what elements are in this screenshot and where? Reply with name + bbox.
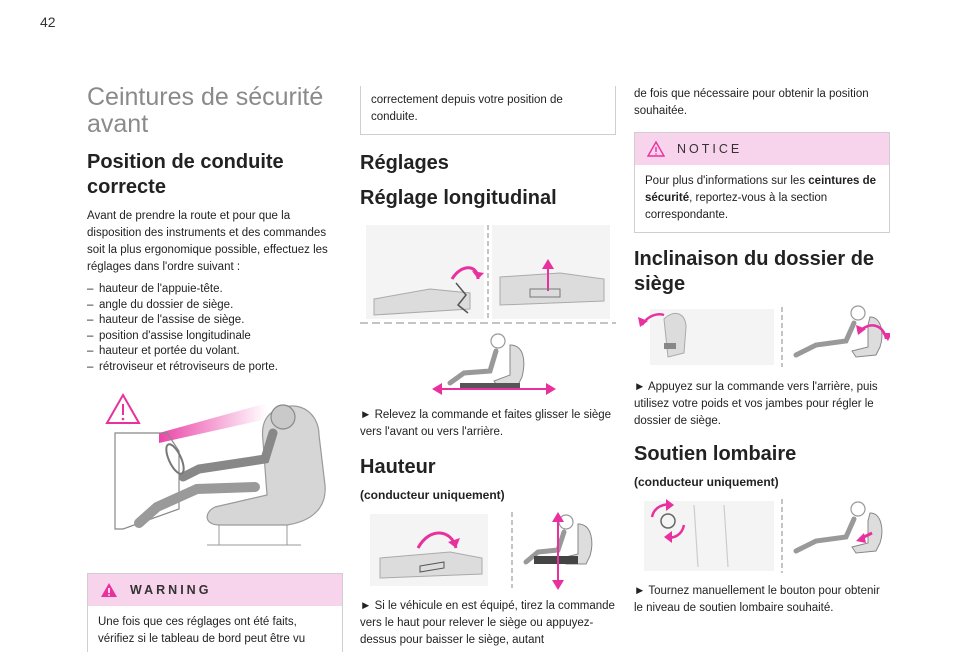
hauteur-illustration xyxy=(360,508,616,592)
list-item: hauteur et portée du volant. xyxy=(87,344,343,360)
longitudinal-illustration xyxy=(360,219,616,397)
column-2: correctement depuis votre position de co… xyxy=(360,86,616,655)
hauteur-text: ► Si le véhicule en est équipé, tirez la… xyxy=(360,600,615,646)
column-1: Ceintures de sécurité avant Position de … xyxy=(87,78,343,652)
hauteur-subtitle: (conducteur uniquement) xyxy=(360,488,505,502)
longitudinal-text: ► Relevez la commande et faites glisser … xyxy=(360,409,612,438)
list-item: position d'assise longitudinale xyxy=(87,329,343,345)
inclinaison-illustration xyxy=(634,305,890,369)
inclinaison-text: ► Appuyez sur la commande vers l'arrière… xyxy=(634,381,878,427)
lombaire-subtitle: (conducteur uniquement) xyxy=(634,475,779,489)
warning-text: Une fois que ces réglages ont été faits,… xyxy=(98,616,306,645)
notice-icon xyxy=(647,141,665,157)
list-item: hauteur de l'assise de siège. xyxy=(87,313,343,329)
warning-icon xyxy=(105,392,141,424)
lombaire-text: ► Tournez manuellement le bouton pour ob… xyxy=(634,585,880,614)
notice-text-pre: Pour plus d'informations sur les xyxy=(645,175,809,187)
hauteur-continued: de fois que nécessaire pour obtenir la p… xyxy=(634,88,869,117)
warning-label: WARNING xyxy=(130,583,212,597)
heading-lombaire: Soutien lombaire xyxy=(634,443,797,465)
lombaire-illustration xyxy=(634,495,890,575)
intro-text: Avant de prendre la route et pour que la… xyxy=(87,210,328,273)
notice-text-post: , reportez-vous à la section corresponda… xyxy=(645,192,828,221)
column-3: de fois que nécessaire pour obtenir la p… xyxy=(634,86,890,623)
notice-box: NOTICE Pour plus d'informations sur les … xyxy=(634,132,890,233)
notice-text: Pour plus d'informations sur les ceintur… xyxy=(635,165,889,232)
heading-inclinaison: Inclinaison du dossier de siège xyxy=(634,248,875,295)
list-item: hauteur de l'appuie-tête. xyxy=(87,282,343,298)
page-number: 42 xyxy=(40,14,56,30)
driving-position-illustration xyxy=(87,389,343,549)
heading-hauteur: Hauteur xyxy=(360,456,436,478)
heading-driving-position: Position de conduite correcte xyxy=(87,151,284,198)
list-item: rétroviseur et rétroviseurs de porte. xyxy=(87,360,343,376)
warning-continued: correctement depuis votre position de co… xyxy=(360,86,616,135)
steps-list: hauteur de l'appuie-tête. angle du dossi… xyxy=(87,282,343,375)
heading-reglages: Réglages xyxy=(360,152,449,174)
notice-box-header: NOTICE xyxy=(635,133,889,165)
list-item: angle du dossier de siège. xyxy=(87,298,343,314)
heading-longitudinal: Réglage longitudinal xyxy=(360,187,557,209)
notice-label: NOTICE xyxy=(677,142,743,156)
warning-icon xyxy=(101,583,117,597)
notice-text-bold: ceintures de sécurité xyxy=(645,175,877,204)
warning-box: WARNING Une fois que ces réglages ont ét… xyxy=(87,573,343,652)
warning-box-header: WARNING xyxy=(88,574,342,606)
section-title: Ceintures de sécurité avant xyxy=(87,83,324,138)
